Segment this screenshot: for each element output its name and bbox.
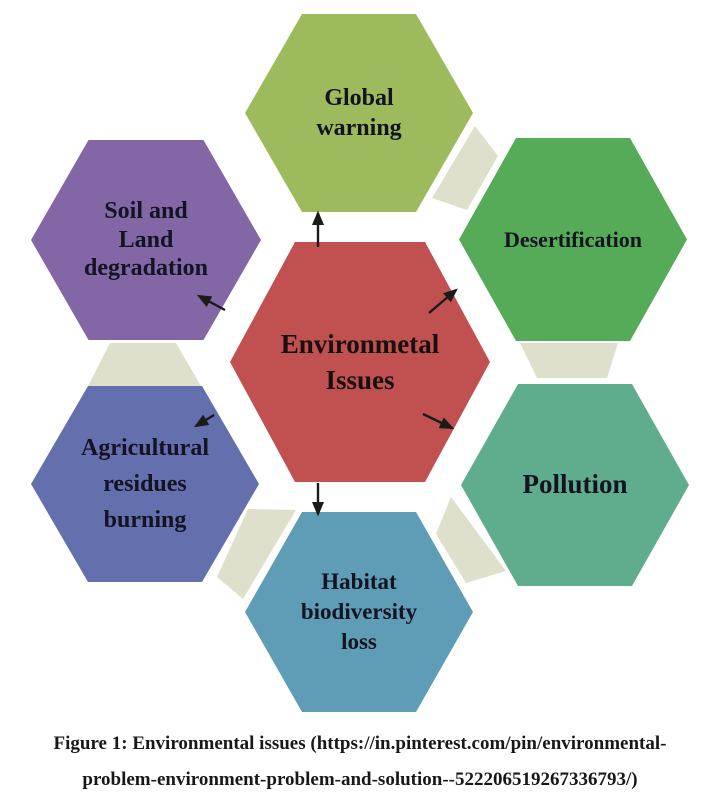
node-pollution-label: Pollution [522,469,628,500]
node-global-warming-label: Global warning [316,85,402,141]
node-center-label: Environmetal Issues [280,328,440,395]
node-desertification-label: Desertification [503,226,643,252]
node-agricultural-label: Agricultural residues burning [81,435,209,533]
hex-fragment-bottom-left [217,509,296,599]
caption-line-2: problem-environment-problem-and-solution… [82,769,638,790]
arrow-to-soil [196,294,226,312]
node-soil-label: Soil and Land degradation [83,197,208,282]
node-environmental-issues-center: Environmetal Issues [230,242,490,482]
hex-fragment-left [88,343,201,386]
node-global-warming: Global warning [245,14,473,212]
arrow-to-desertification [428,288,458,314]
node-habitat-label: Habitat biodiversity loss [300,569,418,654]
hex-fragment-right [520,343,618,378]
caption-line-1: Figure 1: Environmental issues (https://… [53,733,667,754]
hex-fragment-bottom-right [436,497,506,583]
arrow-to-agricultural [193,413,215,428]
hex-fragment-top-right [432,126,498,210]
figure-caption: Figure 1: Environmental issues (https://… [0,726,720,798]
arrow-to-pollution [422,412,455,430]
node-soil-land-degradation: Soil and Land degradation [31,140,261,340]
